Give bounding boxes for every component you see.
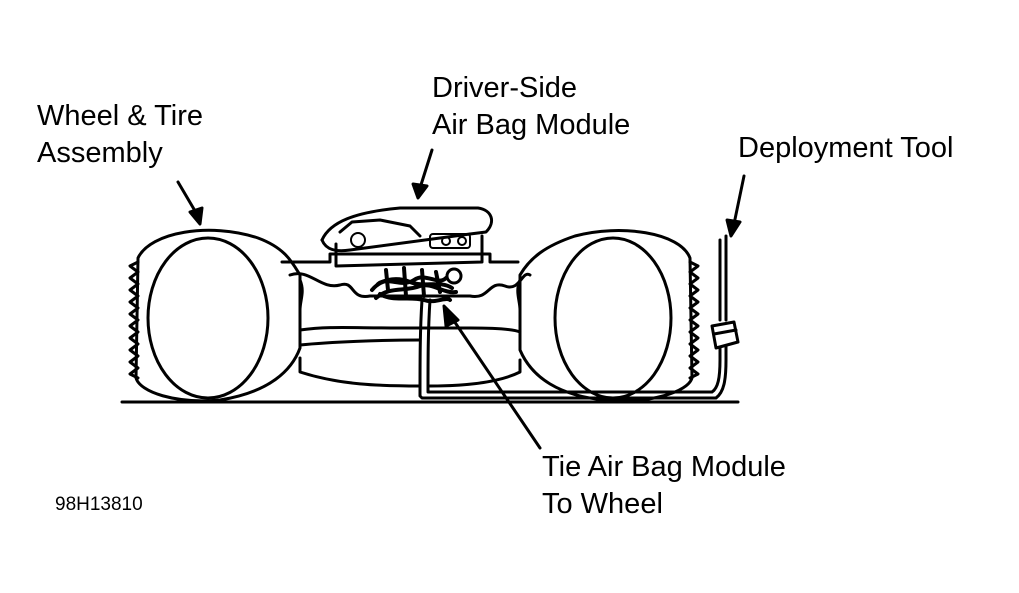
figure-id: 98H13810: [55, 494, 143, 515]
right-tire: [518, 229, 700, 403]
left-tire: [128, 228, 302, 403]
deployment-tool-wire: [418, 234, 740, 400]
label-airbag-module-line1: Driver-Side: [432, 72, 578, 104]
label-airbag-module-line2: Air Bag Module: [432, 109, 631, 141]
label-wheel-tire-assembly: Wheel & Tire Assembly: [37, 98, 203, 172]
label-tie-module-line1: Tie Air Bag Module: [542, 451, 786, 483]
wheel-rim: [280, 252, 532, 388]
label-tie-module: Tie Air Bag Module To Wheel: [542, 449, 786, 523]
label-wheel-tire-line1: Wheel & Tire: [37, 100, 203, 132]
airbag-module: [320, 206, 494, 268]
arrow-airbag-module: [418, 148, 434, 190]
arrow-deployment-tool: [732, 174, 746, 226]
tie-wire-bundle: [370, 266, 463, 304]
label-airbag-module: Driver-Side Air Bag Module: [432, 70, 630, 144]
label-deployment-tool: Deployment Tool: [738, 130, 953, 167]
label-tie-module-line2: To Wheel: [542, 488, 663, 520]
arrow-tie-module: [450, 316, 542, 450]
label-wheel-tire-line2: Assembly: [37, 137, 163, 169]
leader-arrows: [176, 148, 746, 450]
label-deployment-tool-line1: Deployment Tool: [738, 132, 954, 164]
